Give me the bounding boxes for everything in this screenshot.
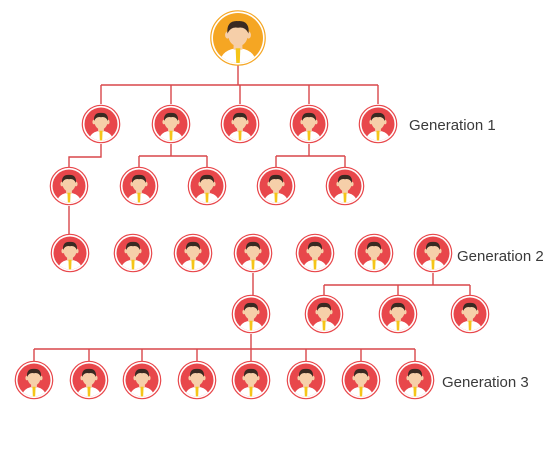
- person-node-row3-4: [233, 233, 273, 273]
- person-node-row2-4: [256, 166, 296, 206]
- person-avatar-icon: [195, 174, 219, 203]
- person-avatar-icon: [185, 368, 209, 397]
- person-avatar-icon: [458, 302, 482, 331]
- person-avatar-icon: [130, 368, 154, 397]
- person-avatar-icon: [77, 368, 101, 397]
- person-node-row3-6: [354, 233, 394, 273]
- person-node-row4-4: [450, 294, 490, 334]
- generation-1-label: Generation 1: [409, 117, 496, 134]
- person-avatar-icon: [303, 241, 327, 270]
- person-node-row3-7: [413, 233, 453, 273]
- person-node-row4-1: [231, 294, 271, 334]
- person-nodes: [14, 10, 490, 400]
- person-avatar-icon: [333, 174, 357, 203]
- person-node-row5-2: [69, 360, 109, 400]
- person-avatar-icon: [349, 368, 373, 397]
- person-node-row3-3: [173, 233, 213, 273]
- person-node-row1-3: [220, 104, 260, 144]
- person-avatar-icon: [264, 174, 288, 203]
- connector-line: [68, 144, 102, 167]
- person-avatar-icon: [421, 241, 445, 270]
- person-node-row5-6: [286, 360, 326, 400]
- person-node-row5-4: [177, 360, 217, 400]
- person-avatar-icon: [181, 241, 205, 270]
- person-node-row3-1: [50, 233, 90, 273]
- person-node-row4-2: [304, 294, 344, 334]
- person-node-row2-2: [119, 166, 159, 206]
- person-avatar-icon: [297, 112, 321, 141]
- person-avatar-icon: [127, 174, 151, 203]
- person-node-row5-1: [14, 360, 54, 400]
- person-avatar-icon: [362, 241, 386, 270]
- person-node-row1-5: [358, 104, 398, 144]
- root-person-node: [210, 10, 266, 66]
- person-avatar-icon: [366, 112, 390, 141]
- generation-3-label: Generation 3: [442, 374, 529, 391]
- person-node-row5-8: [395, 360, 435, 400]
- person-avatar-icon: [220, 21, 256, 63]
- person-avatar-icon: [57, 174, 81, 203]
- person-node-row1-4: [289, 104, 329, 144]
- person-node-row4-3: [378, 294, 418, 334]
- person-avatar-icon: [403, 368, 427, 397]
- person-avatar-icon: [89, 112, 113, 141]
- person-avatar-icon: [312, 302, 336, 331]
- person-node-row5-7: [341, 360, 381, 400]
- connector-lines: [33, 58, 471, 361]
- person-avatar-icon: [386, 302, 410, 331]
- person-node-row1-2: [151, 104, 191, 144]
- person-node-row5-3: [122, 360, 162, 400]
- person-avatar-icon: [241, 241, 265, 270]
- person-avatar-icon: [239, 368, 263, 397]
- person-node-row5-5: [231, 360, 271, 400]
- person-node-row3-5: [295, 233, 335, 273]
- person-node-row2-1: [49, 166, 89, 206]
- person-node-row2-5: [325, 166, 365, 206]
- person-avatar-icon: [121, 241, 145, 270]
- person-node-row1-1: [81, 104, 121, 144]
- person-avatar-icon: [239, 302, 263, 331]
- person-avatar-icon: [22, 368, 46, 397]
- person-avatar-icon: [228, 112, 252, 141]
- person-node-row3-2: [113, 233, 153, 273]
- generation-2-label: Generation 2: [457, 248, 544, 265]
- person-avatar-icon: [159, 112, 183, 141]
- person-avatar-icon: [294, 368, 318, 397]
- person-node-row2-3: [187, 166, 227, 206]
- person-avatar-icon: [58, 241, 82, 270]
